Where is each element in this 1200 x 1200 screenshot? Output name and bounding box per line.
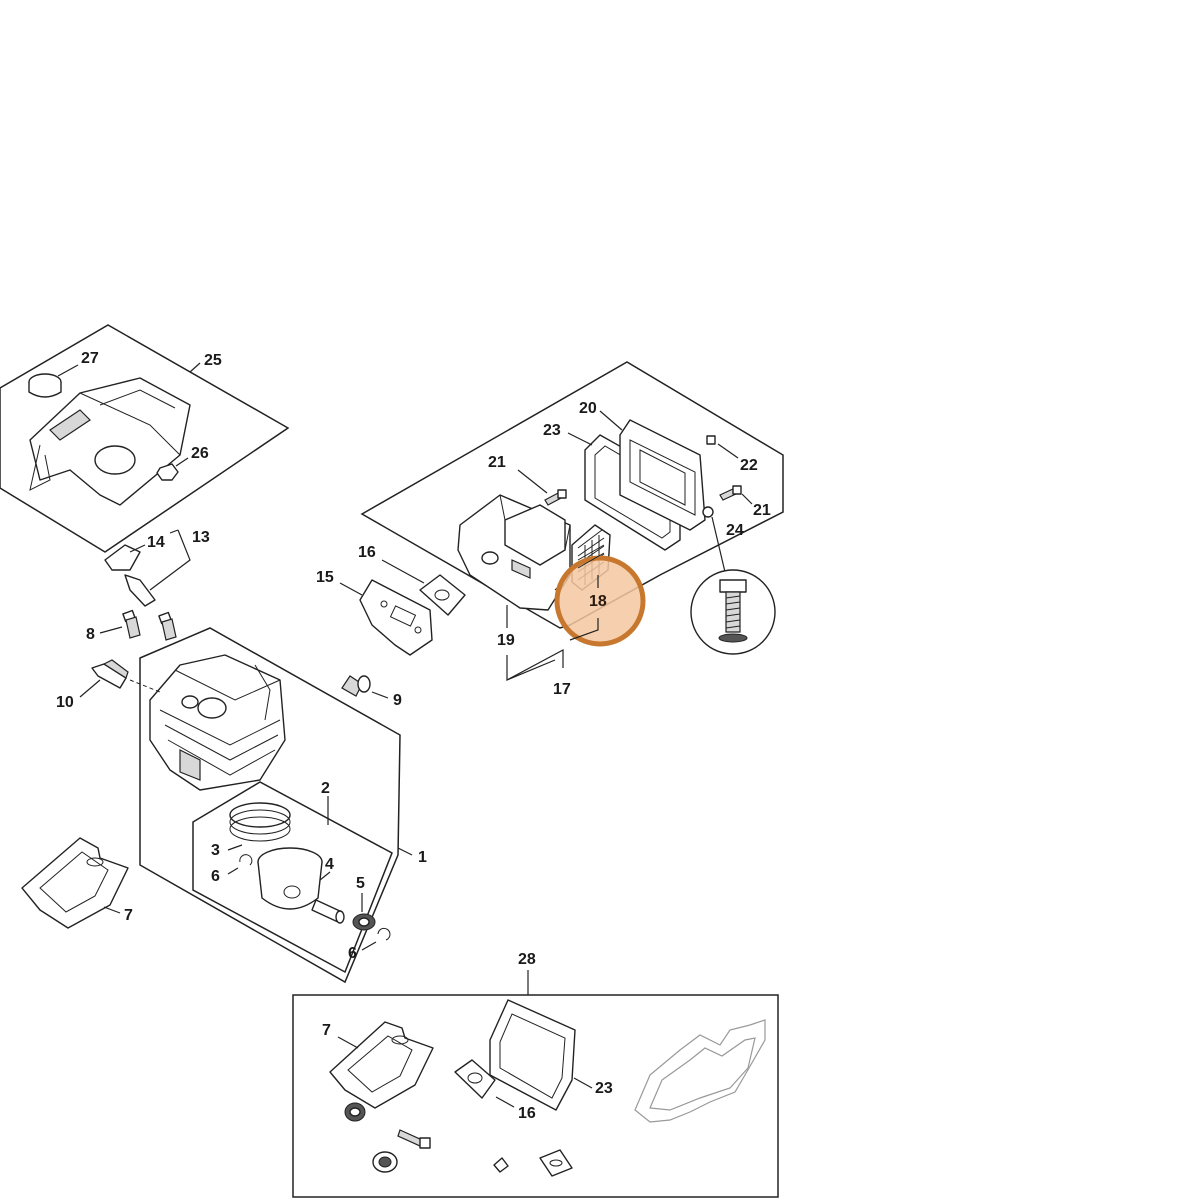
- piston-pin[interactable]: [311, 899, 345, 924]
- muffler-gasket-part-23b[interactable]: [489, 999, 593, 1111]
- muffler-housing-part-19[interactable]: [457, 494, 571, 628]
- screw-part-21b[interactable]: [719, 485, 753, 505]
- callout-16b: 16: [518, 1105, 536, 1122]
- screws-part-8[interactable]: [99, 609, 177, 641]
- group-frame-17: [360, 361, 784, 629]
- callout-20: 20: [579, 400, 597, 417]
- small-clip-part[interactable]: [493, 1157, 509, 1173]
- callout-8: 8: [86, 626, 95, 643]
- needle-bearing-part-5[interactable]: [352, 893, 376, 931]
- plate-part-15[interactable]: [339, 579, 433, 656]
- callout-17: 17: [553, 681, 571, 698]
- group-frame-28: [292, 994, 779, 1198]
- highlight-circle-18: [554, 555, 646, 647]
- piston-rings-part-3[interactable]: [227, 802, 291, 851]
- callout-21b: 21: [753, 502, 771, 519]
- spark-plug-part-10[interactable]: [79, 659, 129, 698]
- callout-27: 27: [81, 350, 99, 367]
- callout-15: 15: [316, 569, 334, 586]
- washer-part-24[interactable]: [702, 506, 726, 573]
- base-gasket-part-7b[interactable]: [329, 1021, 434, 1109]
- oil-seal-part[interactable]: [344, 1102, 366, 1122]
- part-group-28: 28 7 16 23: [292, 951, 779, 1198]
- base-gasket-part-7a[interactable]: [21, 837, 129, 929]
- seal-ring-part[interactable]: [372, 1151, 398, 1173]
- piston-part-4[interactable]: [257, 847, 331, 910]
- callout-7a: 7: [124, 907, 133, 924]
- callout-19: 19: [497, 632, 515, 649]
- callout-4: 4: [325, 856, 334, 873]
- callout-26: 26: [191, 445, 209, 462]
- callout-6b: 6: [348, 945, 357, 962]
- shroud-part[interactable]: [29, 377, 191, 506]
- callout-1: 1: [418, 849, 427, 866]
- gasket-part-16a[interactable]: [381, 559, 466, 616]
- bracket-part-14[interactable]: [104, 544, 156, 607]
- nut-part-26[interactable]: [156, 457, 189, 481]
- callout-18: 18: [589, 593, 607, 610]
- callout-7b: 7: [322, 1022, 331, 1039]
- circlip-part-6a[interactable]: [227, 854, 253, 875]
- crankcase-gasket-part[interactable]: [634, 1019, 766, 1123]
- callout-2: 2: [321, 780, 330, 797]
- callout-22: 22: [740, 457, 758, 474]
- callout-23a: 23: [543, 422, 561, 439]
- callout-23b: 23: [595, 1080, 613, 1097]
- callout-16a: 16: [358, 544, 376, 561]
- callout-13: 13: [192, 529, 210, 546]
- callout-14: 14: [147, 534, 165, 551]
- callout-6a: 6: [211, 868, 220, 885]
- callout-5: 5: [356, 875, 365, 892]
- group-frame-25: [0, 324, 290, 553]
- muffler-cover-part-20[interactable]: [599, 410, 706, 531]
- part-group-17: 20 23 21 22 21 24 18 19 17: [360, 361, 784, 698]
- part-group-1: 2 3 6 4 5 6 1: [129, 627, 427, 984]
- screw-detail-magnifier: [690, 569, 776, 655]
- knob-part-27[interactable]: [28, 364, 79, 398]
- group-frame-2: [192, 781, 393, 974]
- callout-24: 24: [726, 522, 744, 539]
- circlip-part-6b[interactable]: [361, 927, 391, 951]
- gasket-part-16b[interactable]: [454, 1059, 515, 1108]
- group-frame-1: [139, 627, 401, 984]
- small-gasket-part[interactable]: [539, 1149, 573, 1177]
- part-group-13: 14 13: [104, 529, 210, 607]
- screw-part-22[interactable]: [706, 435, 739, 459]
- callout-28: 28: [518, 951, 536, 968]
- cylinder-part[interactable]: [129, 654, 286, 791]
- gasket-screw-part[interactable]: [397, 1129, 431, 1149]
- callout-3: 3: [211, 842, 220, 859]
- callout-21a: 21: [488, 454, 506, 471]
- callout-25: 25: [204, 352, 222, 369]
- screw-part-21a[interactable]: [517, 469, 567, 506]
- callout-9: 9: [393, 692, 402, 709]
- valve-part-9[interactable]: [341, 675, 389, 699]
- part-group-25: 27 25 26: [0, 324, 290, 553]
- spark-arrestor-overlay: [577, 544, 605, 569]
- callout-10: 10: [56, 694, 74, 711]
